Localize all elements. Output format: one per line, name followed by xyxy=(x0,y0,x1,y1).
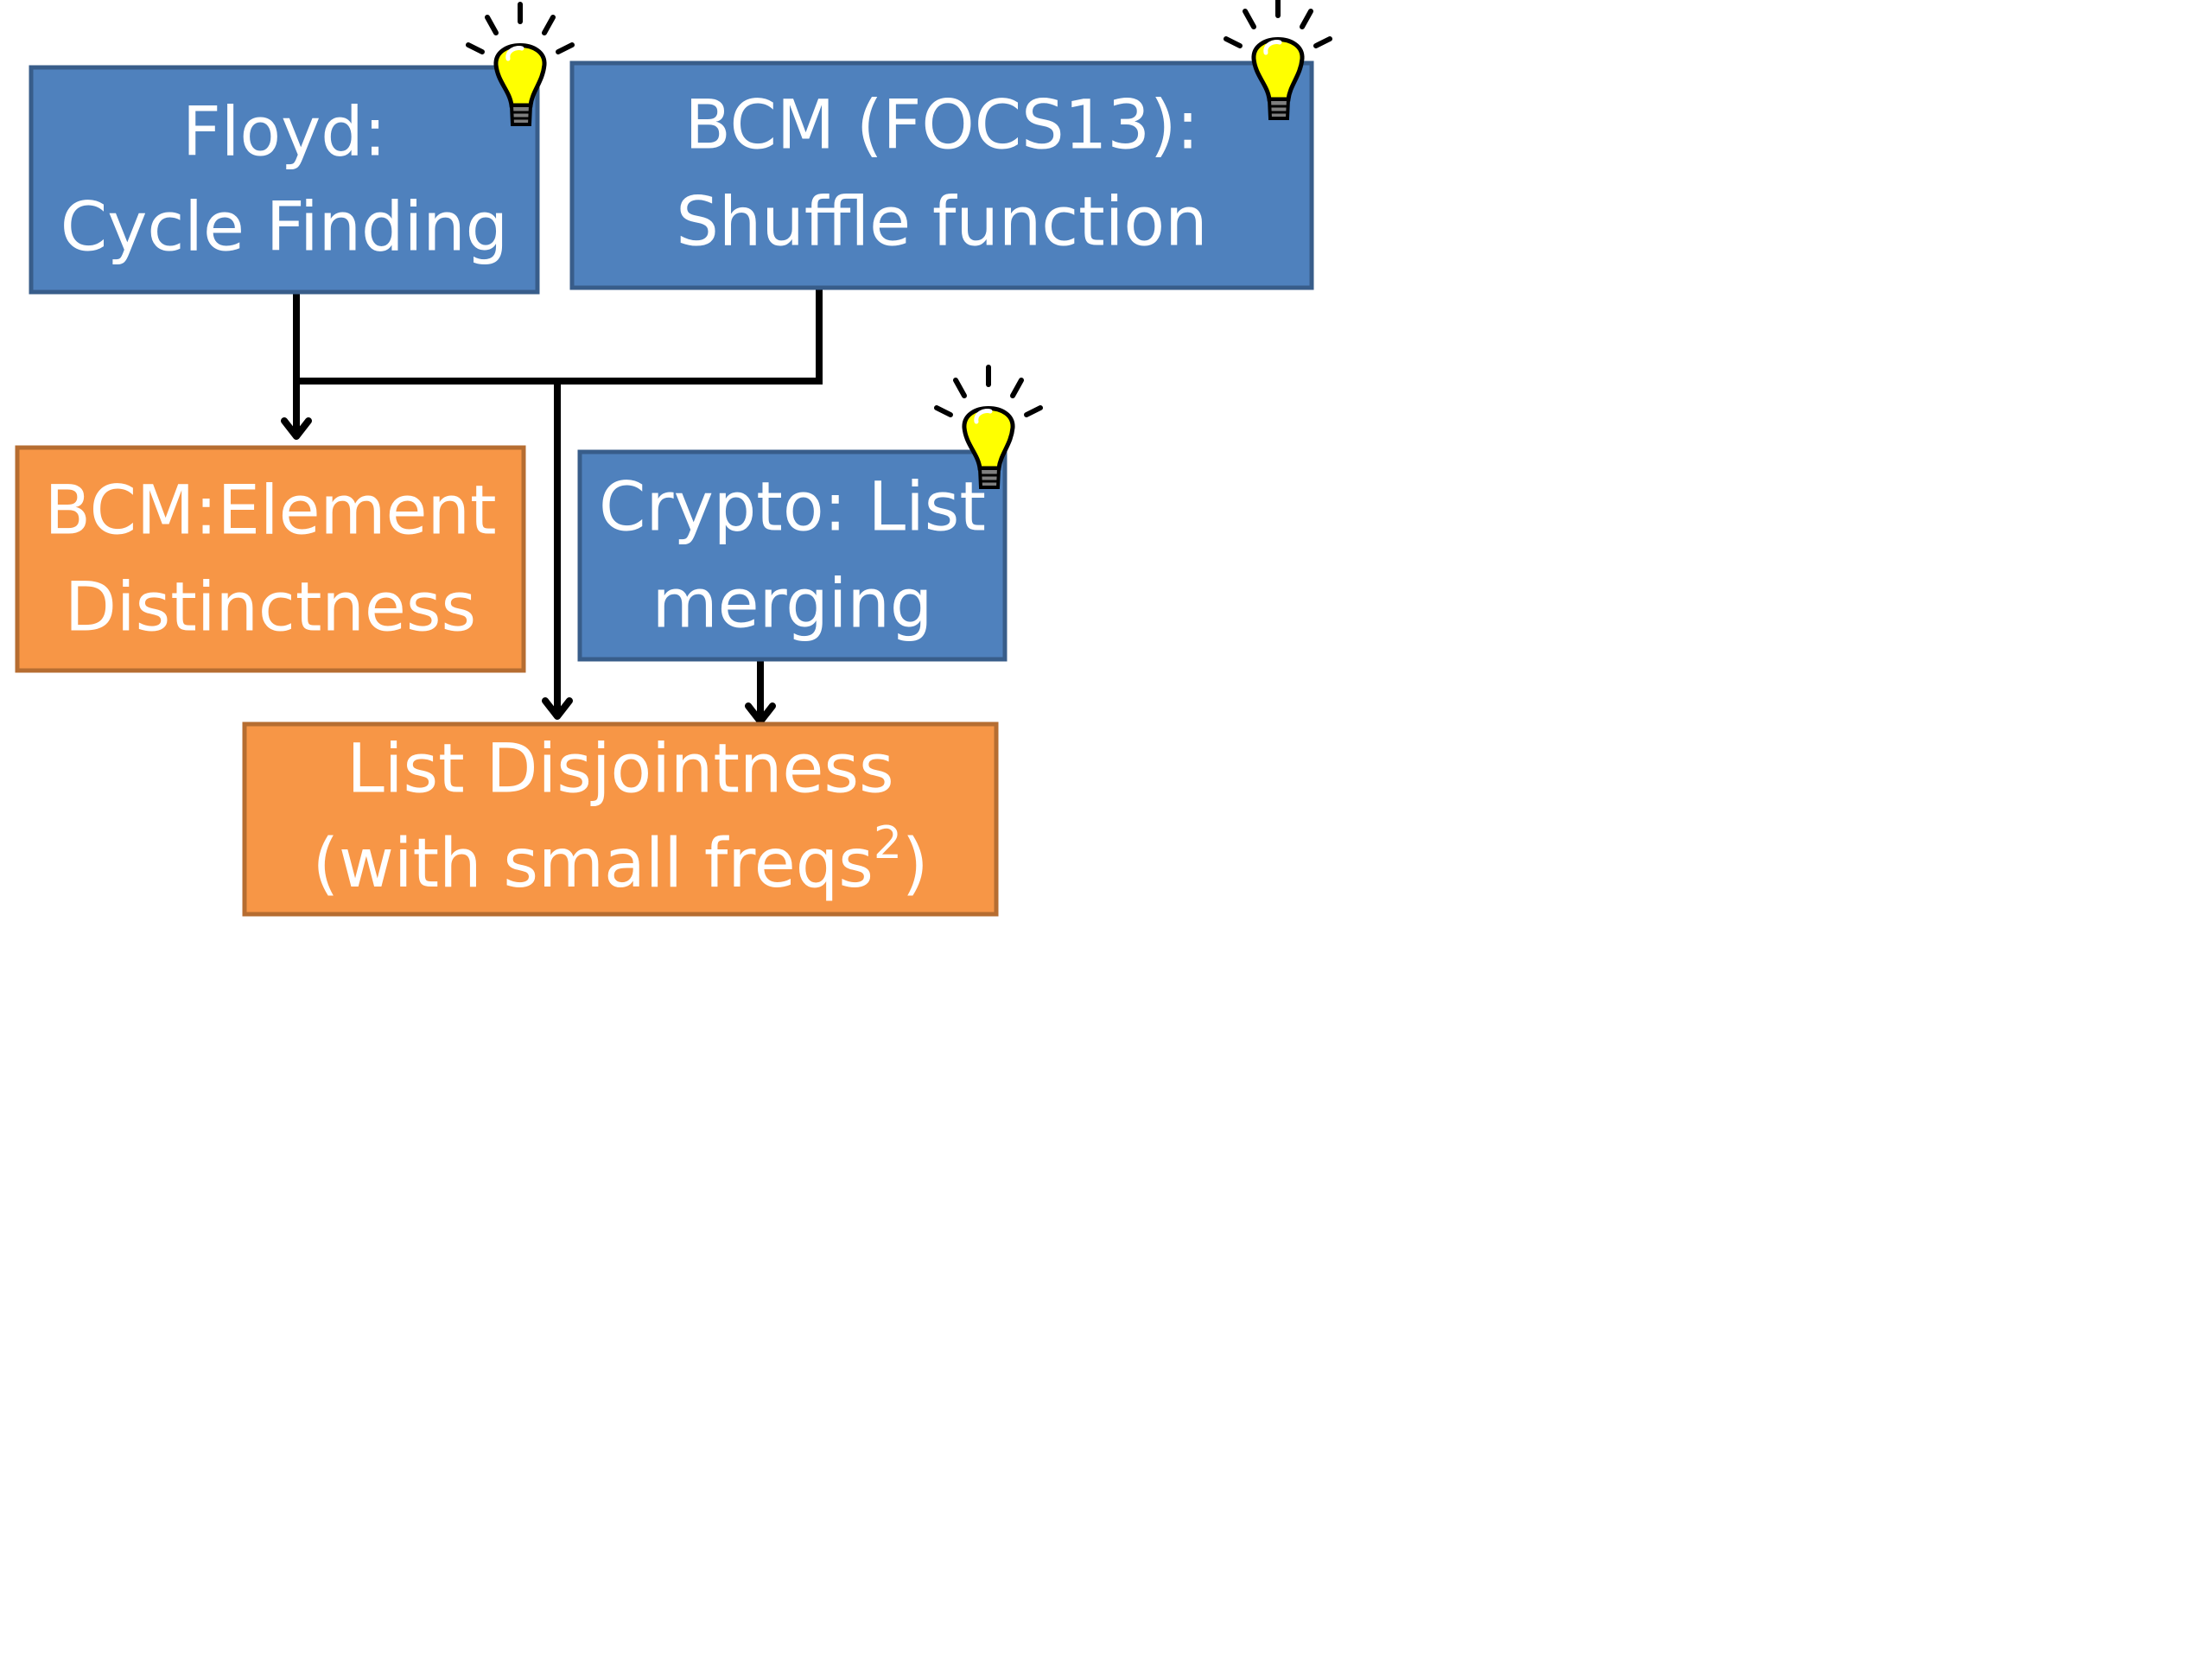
node-list-disjointness-superscript: 2 xyxy=(874,817,902,869)
node-list-merging-line2: merging xyxy=(652,565,933,643)
node-list-disjointness-line2: (with small freqs2) xyxy=(313,817,929,903)
node-element-distinctness-box xyxy=(15,445,526,673)
node-floyd-line2: Cycle Finding xyxy=(60,188,508,266)
arrowhead-list-disjointness-right xyxy=(745,702,776,725)
node-list-disjointness-line2-prefix: (with small freqs xyxy=(313,825,874,903)
node-list-merging-line1: Crypto: List xyxy=(599,468,986,546)
arrowhead-list-disjointness-left xyxy=(542,697,573,720)
node-floyd-line1: Floyd: xyxy=(182,93,386,171)
node-list-disjointness: List Disjointness (with small freqs2) xyxy=(242,721,999,917)
connector-bcm-to-junction xyxy=(296,288,823,385)
node-bcm-focs13: BCM (FOCS13): Shuffle function xyxy=(569,60,1314,290)
node-list-merging-box xyxy=(577,449,1007,662)
node-floyd: Floyd: Cycle Finding xyxy=(29,65,540,295)
node-bcm-focs13-line2: Shuffle function xyxy=(676,183,1207,261)
node-element-distinctness-line1: BCM:Element xyxy=(44,472,496,550)
node-bcm-focs13-line1: BCM (FOCS13): xyxy=(684,86,1198,164)
node-bcm-focs13-box xyxy=(569,60,1314,290)
node-list-disjointness-box xyxy=(242,721,999,917)
node-list-disjointness-line2-suffix: ) xyxy=(902,825,928,903)
node-list-merging: Crypto: List merging xyxy=(577,449,1007,662)
connectors xyxy=(281,288,823,725)
node-element-distinctness: BCM:Element Distinctness xyxy=(15,445,526,673)
node-floyd-box xyxy=(29,65,540,295)
arrowhead-element-distinctness xyxy=(281,417,312,440)
node-element-distinctness-line2: Distinctness xyxy=(65,569,476,646)
node-list-disjointness-line1: List Disjointness xyxy=(346,730,893,808)
